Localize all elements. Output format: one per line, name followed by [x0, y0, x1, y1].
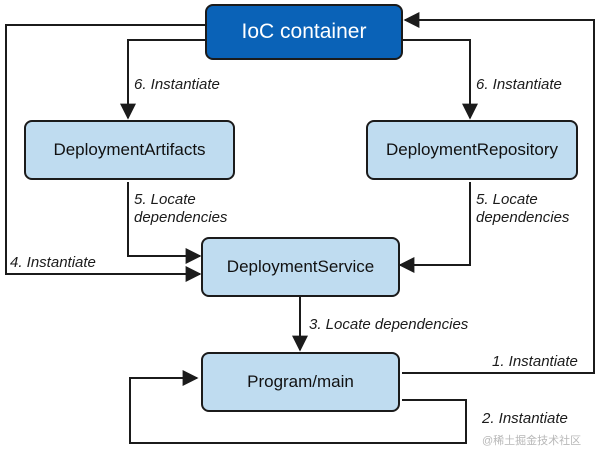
edge-ioc-to-service — [5, 24, 205, 282]
label-locate-repository-line1: 5. Locate — [476, 191, 538, 208]
label-instantiate-repository: 6. Instantiate — [476, 76, 562, 93]
edge-main-to-ioc — [402, 12, 595, 374]
label-locate-artifacts-line2: dependencies — [134, 209, 228, 226]
label-locate-artifacts-line1: 5. Locate — [134, 191, 196, 208]
edge-artifacts-to-service — [127, 182, 202, 264]
node-deployment-service: DeploymentService — [201, 237, 400, 297]
label-instantiate-ioc: 1. Instantiate — [492, 353, 578, 370]
label-locate-main: 3. Locate dependencies — [309, 316, 469, 333]
label-locate-repository-line2: dependencies — [476, 209, 570, 226]
node-program-main: Program/main — [201, 352, 400, 412]
edge-main-self-loop — [129, 370, 467, 444]
label-instantiate-artifacts: 6. Instantiate — [134, 76, 220, 93]
edge-repository-to-service — [398, 182, 471, 273]
label-instantiate-main: 2. Instantiate — [482, 410, 568, 427]
edge-ioc-to-repository — [402, 39, 478, 120]
node-deployment-artifacts: DeploymentArtifacts — [24, 120, 235, 180]
node-ioc-container: IoC container — [205, 4, 403, 60]
edge-ioc-to-artifacts — [120, 39, 205, 120]
node-deployment-repository: DeploymentRepository — [366, 120, 578, 180]
label-instantiate-service: 4. Instantiate — [10, 254, 96, 271]
watermark: @稀土掘金技术社区 — [482, 435, 582, 447]
